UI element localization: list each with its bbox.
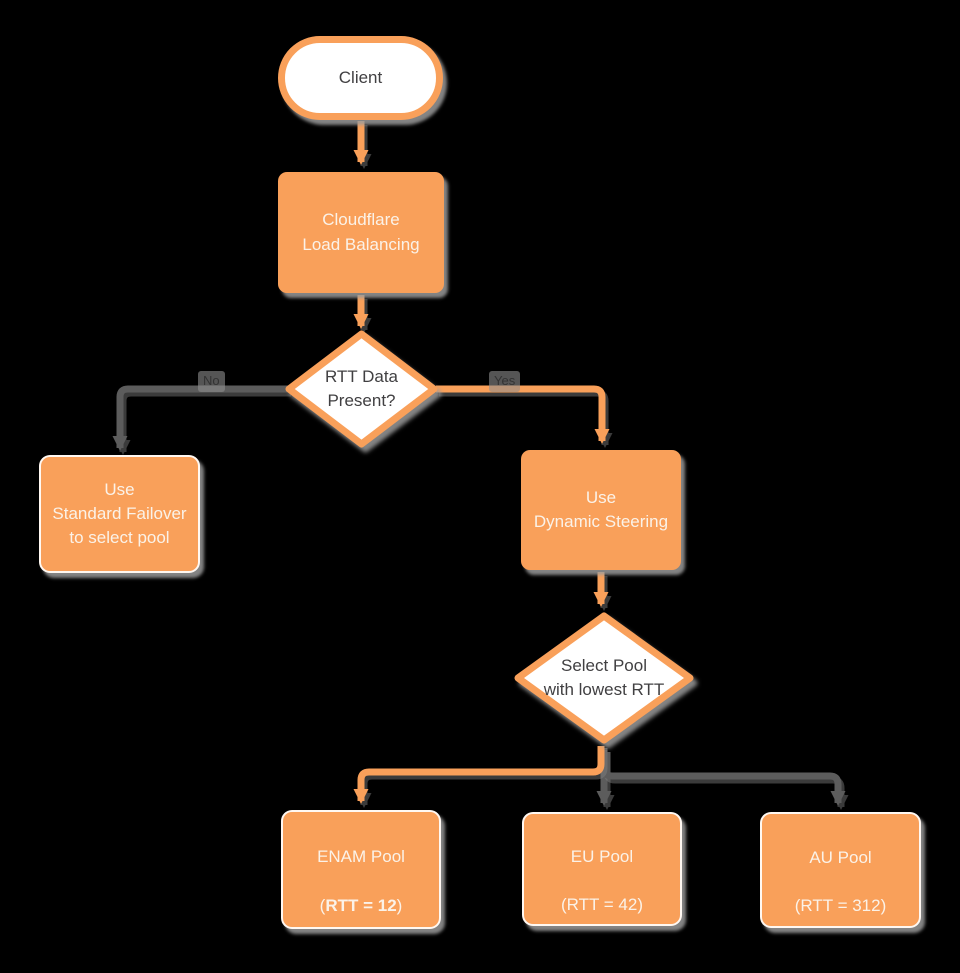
node-eu-pool: EU Pool (RTT = 42)	[522, 812, 682, 926]
au-pool-name: AU Pool	[809, 847, 872, 867]
node-select-pool: Select Pool with lowest RTT	[512, 611, 696, 745]
node-enam-pool: ENAM Pool (RTT = 12)	[281, 810, 441, 929]
node-cloudflare-load-balancing-label: Cloudflare Load Balancing	[302, 210, 420, 254]
node-rtt-data-present-label: RTT Data Present?	[324, 366, 399, 410]
edge-label-yes: Yes	[489, 371, 521, 392]
enam-paren-open: (	[319, 895, 326, 915]
enam-paren-close: )	[396, 895, 403, 915]
eu-pool-name: EU Pool	[570, 846, 634, 866]
node-client: Client	[278, 36, 443, 120]
node-client-label: Client	[338, 67, 383, 87]
au-pool-rtt: (RTT = 312)	[794, 896, 887, 916]
node-cloudflare-load-balancing: Cloudflare Load Balancing	[278, 172, 444, 293]
edge-label-no: No	[198, 371, 225, 392]
node-dynamic-steering-label: Use Dynamic Steering	[533, 487, 669, 531]
edge-rtt-to-dynamic	[436, 385, 610, 444]
node-enam-pool-label: ENAM Pool (RTT = 12)	[317, 821, 405, 918]
node-au-pool: AU Pool (RTT = 312)	[760, 812, 921, 928]
edge-rtt-to-failover	[112, 385, 288, 451]
node-standard-failover-label: Use Standard Failover to select pool	[52, 479, 187, 548]
node-dynamic-steering: Use Dynamic Steering	[521, 450, 681, 570]
node-au-pool-label: AU Pool (RTT = 312)	[795, 822, 887, 919]
eu-pool-rtt: (RTT = 42)	[560, 895, 644, 915]
diamond-shape	[285, 330, 438, 448]
enam-pool-name: ENAM Pool	[317, 847, 405, 867]
node-standard-failover: Use Standard Failover to select pool	[39, 455, 200, 573]
node-rtt-data-present: RTT Data Present?	[283, 329, 440, 449]
enam-pool-rtt: (RTT = 12)	[320, 896, 403, 915]
node-select-pool-label: Select Pool with lowest RTT	[543, 655, 665, 699]
node-eu-pool-label: EU Pool (RTT = 42)	[561, 821, 643, 918]
edge-selectpool-to-au	[600, 748, 846, 806]
edge-selectpool-to-enam	[353, 746, 605, 804]
enam-rtt-value: RTT = 12	[325, 895, 397, 915]
diamond-shape	[514, 612, 694, 744]
